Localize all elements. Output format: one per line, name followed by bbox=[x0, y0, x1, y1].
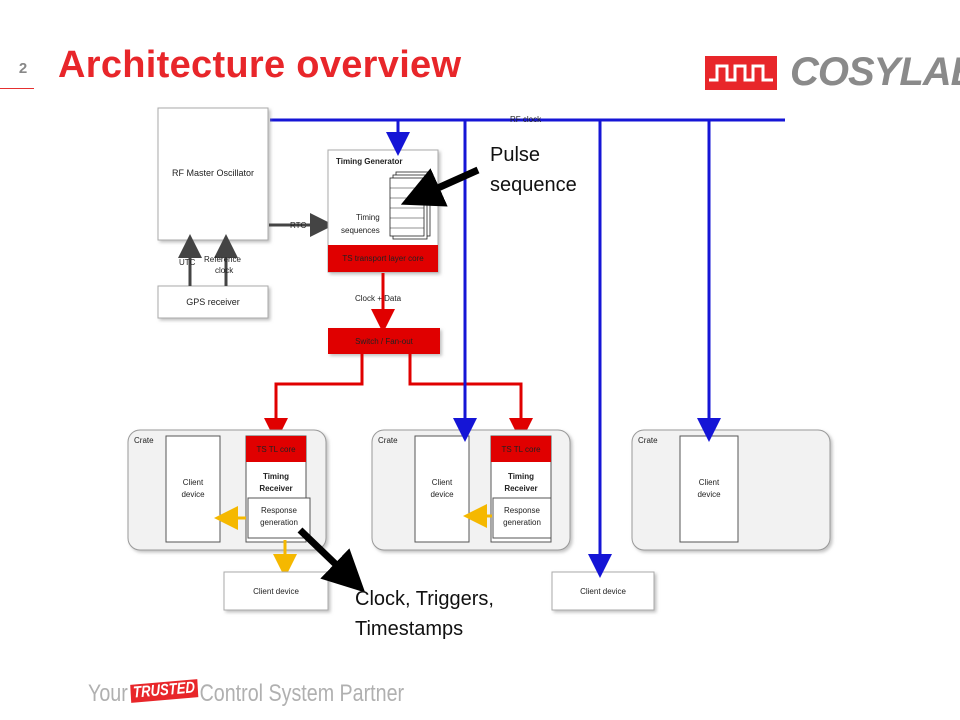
rtc-label: RTC bbox=[290, 221, 307, 230]
fanout-left-line bbox=[264, 354, 364, 442]
triggers-callout-arrow bbox=[297, 527, 366, 593]
gps-label: GPS receiver bbox=[186, 297, 240, 307]
page-title: Architecture overview bbox=[58, 44, 462, 86]
utc-label: UTC bbox=[179, 258, 196, 267]
crate-2-client-device bbox=[414, 435, 470, 543]
diagram-label: Client device bbox=[253, 587, 299, 596]
diagram-label: Response bbox=[261, 506, 298, 515]
crate-3-label: Crate bbox=[638, 436, 658, 445]
slide-number-underline bbox=[0, 88, 34, 89]
crate-2-label: Crate bbox=[378, 436, 398, 445]
crate-1-label: Crate bbox=[134, 436, 154, 445]
crate-2-ts-tl-core bbox=[491, 436, 551, 462]
logo-text: COSYLAB bbox=[790, 50, 960, 94]
trusted-badge: TRUSTED bbox=[129, 679, 198, 703]
crate-1-ts-tl-core bbox=[246, 436, 306, 462]
rf-master-label: RF Master Oscillator bbox=[172, 168, 254, 178]
slide-number: 2 bbox=[18, 60, 28, 77]
diagram-label: Client bbox=[699, 478, 720, 487]
diagram-label: Response bbox=[504, 506, 541, 515]
diagram-label: Timing bbox=[508, 472, 534, 481]
clock-data-label: Clock + Data bbox=[355, 294, 402, 303]
diagram-label: device bbox=[430, 490, 454, 499]
diagram-label: device bbox=[181, 490, 205, 499]
clock-triggers-callout: Clock, Triggers, Timestamps bbox=[355, 588, 494, 640]
crate-2-response-generation bbox=[492, 497, 552, 539]
diagram-label: generation bbox=[503, 518, 541, 527]
ts-transport-label: TS transport layer core bbox=[342, 254, 424, 263]
client-device-box-1 bbox=[223, 571, 329, 611]
diagram-label: Client bbox=[432, 478, 453, 487]
pulse-sequence-stack bbox=[389, 177, 425, 237]
reference-label-1: Reference bbox=[204, 255, 241, 264]
switch-fanout-box bbox=[328, 328, 440, 354]
timing-generator-label: Timing Generator bbox=[336, 157, 403, 166]
rf-clock-label: RF clock bbox=[510, 115, 542, 124]
diagram-label: Receiver bbox=[259, 484, 292, 493]
pulse-sequence-callout: Pulse sequence bbox=[490, 144, 577, 196]
diagram-label: Client device bbox=[580, 587, 626, 596]
switch-label: Switch / Fan-out bbox=[355, 337, 414, 346]
gps-receiver-box bbox=[157, 285, 269, 319]
crate-1-client-device bbox=[165, 435, 221, 543]
diagram-label: device bbox=[697, 490, 721, 499]
timing-seq-label-2: sequences bbox=[341, 226, 380, 235]
diagram-label: TS TL core bbox=[501, 445, 541, 454]
pulse-callout-arrow bbox=[400, 166, 480, 207]
ts-transport-box bbox=[328, 245, 438, 272]
timing-seq-label-1: Timing bbox=[356, 213, 380, 222]
diagram-label: generation bbox=[260, 518, 298, 527]
cosylab-logo-icon bbox=[705, 56, 777, 90]
diagram-label: TS TL core bbox=[256, 445, 296, 454]
crate-3-client-device bbox=[679, 435, 739, 543]
diagram-label: Receiver bbox=[504, 484, 537, 493]
reference-label-2: clock bbox=[215, 266, 234, 275]
diagram-label: Client bbox=[183, 478, 204, 487]
diagram-label: Timing bbox=[263, 472, 289, 481]
rf-master-oscillator-box bbox=[157, 107, 269, 241]
